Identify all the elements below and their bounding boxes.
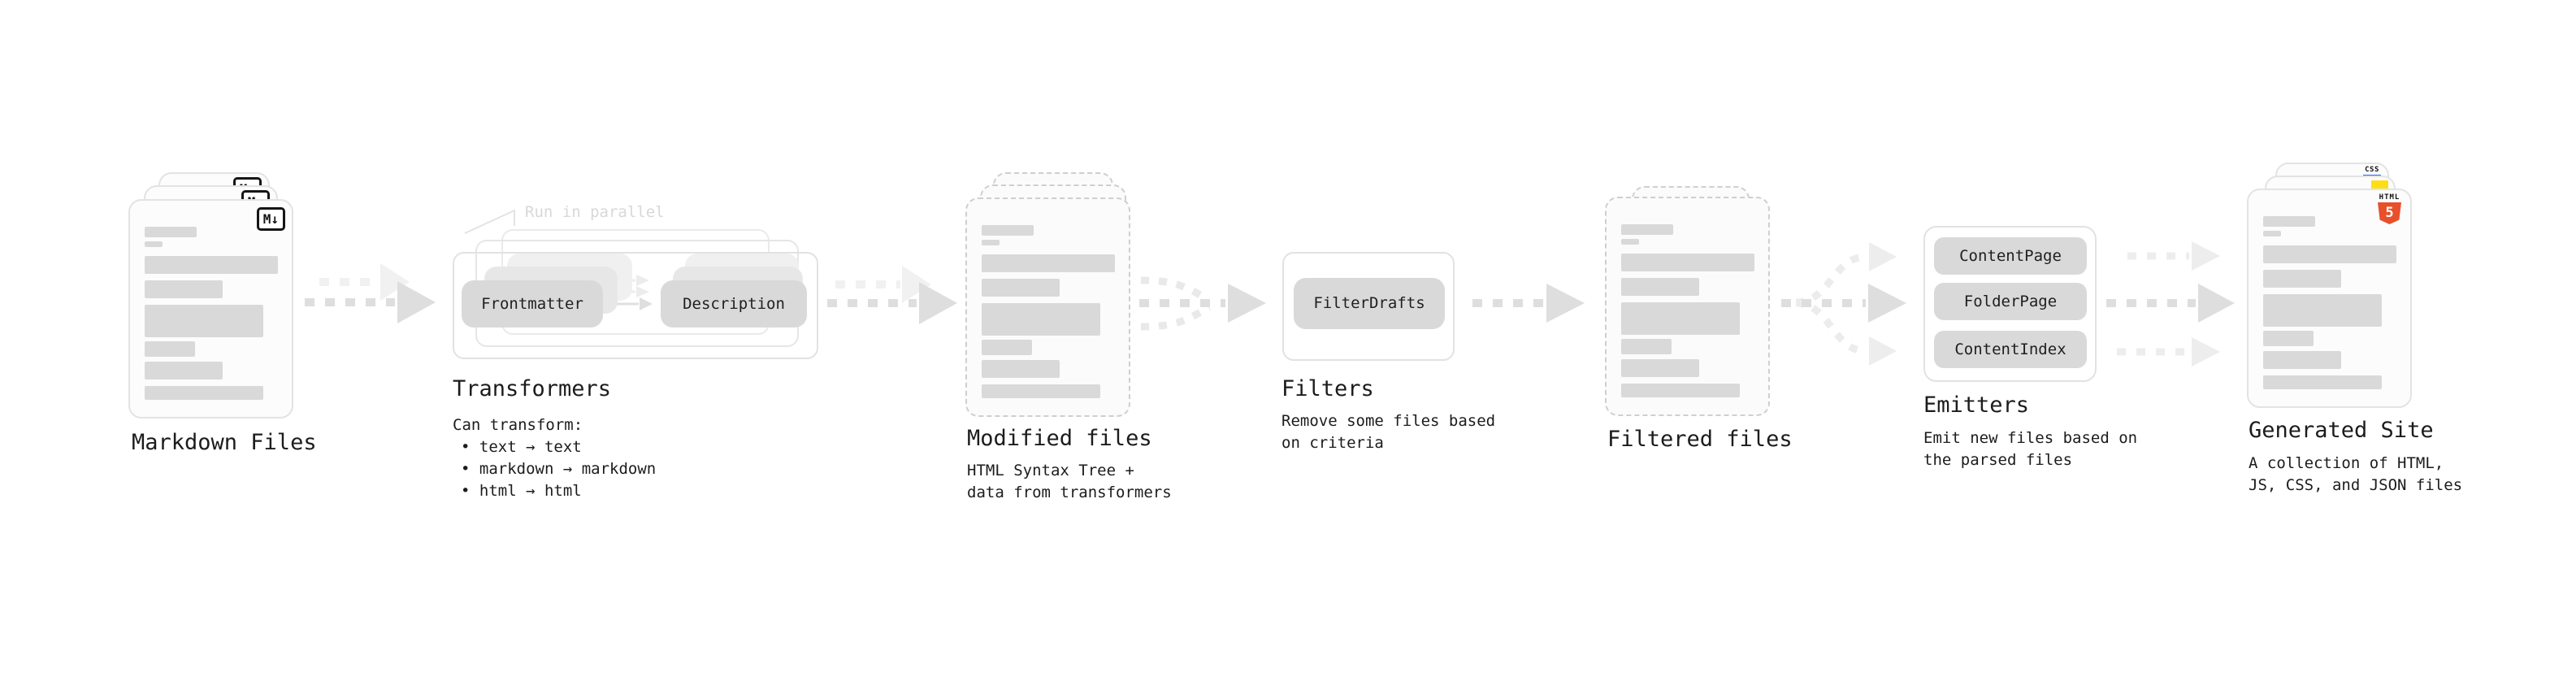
content-bar [1621, 239, 1639, 245]
transformers-bullets: • text → text • markdown → markdown • ht… [461, 436, 656, 502]
arrow-emitters-to-generated [2106, 241, 2235, 367]
arrow-head-dark [397, 281, 436, 323]
content-bar [2263, 270, 2341, 288]
js-badge [2371, 180, 2388, 189]
html5-badge-label: HTML [2379, 193, 2400, 202]
markdown-file-card-front: M↓ [128, 199, 293, 419]
filtered-files-label: Filtered files [1607, 427, 1793, 452]
arrow-filters-to-filtered [1472, 284, 1585, 323]
content-bar [145, 386, 263, 400]
content-bar [145, 341, 195, 357]
content-bar [1621, 384, 1740, 397]
arrow-head-dark [1228, 284, 1266, 323]
arrow-head-light [380, 263, 410, 301]
arrow-transformers-to-modified [827, 266, 957, 324]
folderpage-emitter-pill: FolderPage [1934, 283, 2087, 320]
transform-bullet: • markdown → markdown [461, 460, 657, 478]
content-bar [145, 305, 263, 337]
html5-badge: HTML 5 [2377, 193, 2402, 224]
content-bar [1621, 359, 1699, 377]
content-bar [1621, 278, 1699, 296]
filters-label: Filters [1281, 376, 1374, 401]
markdown-files-label: Markdown Files [132, 430, 317, 455]
transform-bullet: • html → html [461, 482, 582, 500]
fan-curve-top [1795, 253, 1867, 306]
merge-curve-top [1140, 276, 1210, 302]
content-bar [982, 303, 1100, 336]
content-bar [2263, 245, 2396, 263]
content-bar [145, 241, 163, 247]
generated-site-desc: A collection of HTML, JS, CSS, and JSON … [2249, 454, 2463, 494]
document-content-placeholder [982, 225, 1115, 398]
document-content-placeholder [1621, 224, 1754, 397]
content-bar [2263, 375, 2382, 389]
content-bar [1621, 254, 1754, 271]
contentindex-emitter-pill: ContentIndex [1934, 331, 2087, 368]
modified-files-label: Modified files [967, 426, 1152, 451]
arrow-modified-to-filters [1139, 276, 1266, 331]
fan-head-top [1869, 242, 1897, 271]
content-bar [2263, 294, 2382, 327]
arrow-head-dark-mid [2198, 284, 2235, 323]
content-bar [145, 280, 223, 298]
content-bar [1621, 224, 1673, 235]
content-bar [982, 240, 1000, 245]
css-badge-label: CSS [2365, 166, 2379, 174]
content-bar [982, 340, 1032, 355]
arrow-head-dark [1546, 284, 1585, 323]
content-bar [2263, 351, 2341, 369]
filters-desc: Remove some files based on criteria [1281, 412, 1496, 452]
contentpage-emitter-pill: ContentPage [1934, 237, 2087, 275]
content-bar [2263, 216, 2315, 227]
content-bar [1621, 302, 1740, 335]
transformer-frame-front [453, 252, 818, 359]
emitters-label: Emitters [1923, 393, 2030, 418]
html5-shield-icon: 5 [2378, 202, 2401, 224]
run-in-parallel-note: Run in parallel [525, 203, 665, 221]
arrow-markdown-to-transformers [305, 263, 436, 323]
content-bar [982, 225, 1034, 236]
generated-site-label: Generated Site [2249, 418, 2434, 443]
content-bar [145, 227, 197, 237]
merge-curve-bottom [1140, 304, 1212, 331]
arrow-head-light [902, 266, 931, 303]
fan-curve-bottom [1795, 299, 1867, 355]
transformers-desc-title: Can transform: [453, 416, 583, 434]
generated-file-card-html: HTML 5 [2247, 189, 2412, 408]
content-bar [2263, 331, 2314, 346]
modified-files-desc: HTML Syntax Tree + data from transformer… [967, 462, 1172, 501]
content-bar [982, 384, 1100, 398]
content-bar [145, 256, 278, 274]
arrow-head-dark [919, 282, 957, 324]
content-bar [1621, 339, 1672, 354]
filterdrafts-pill: FilterDrafts [1294, 278, 1445, 329]
arrow-head-light-top [2192, 241, 2220, 271]
arrow-head-light-bottom [2192, 337, 2220, 367]
fan-head-bottom [1869, 336, 1897, 366]
description-transformer-pill: Description [661, 280, 807, 327]
modified-file-card-front [965, 197, 1130, 417]
content-bar [2263, 231, 2281, 236]
content-bar [982, 279, 1060, 297]
emitters-desc: Emit new files based on the parsed files [1923, 429, 2138, 469]
arrow-head-dark [1868, 284, 1906, 323]
document-content-placeholder [145, 227, 278, 400]
markdown-icon: M↓ [256, 207, 285, 231]
content-bar [145, 362, 223, 380]
frontmatter-transformer-pill: Frontmatter [462, 280, 603, 327]
arrow-filtered-to-emitters [1781, 242, 1906, 366]
content-bar [982, 254, 1115, 272]
document-content-placeholder [2263, 216, 2396, 389]
transform-bullet: • text → text [461, 438, 582, 456]
filtered-file-card-front [1605, 197, 1770, 416]
content-bar [982, 360, 1060, 378]
transformers-label: Transformers [453, 376, 612, 401]
